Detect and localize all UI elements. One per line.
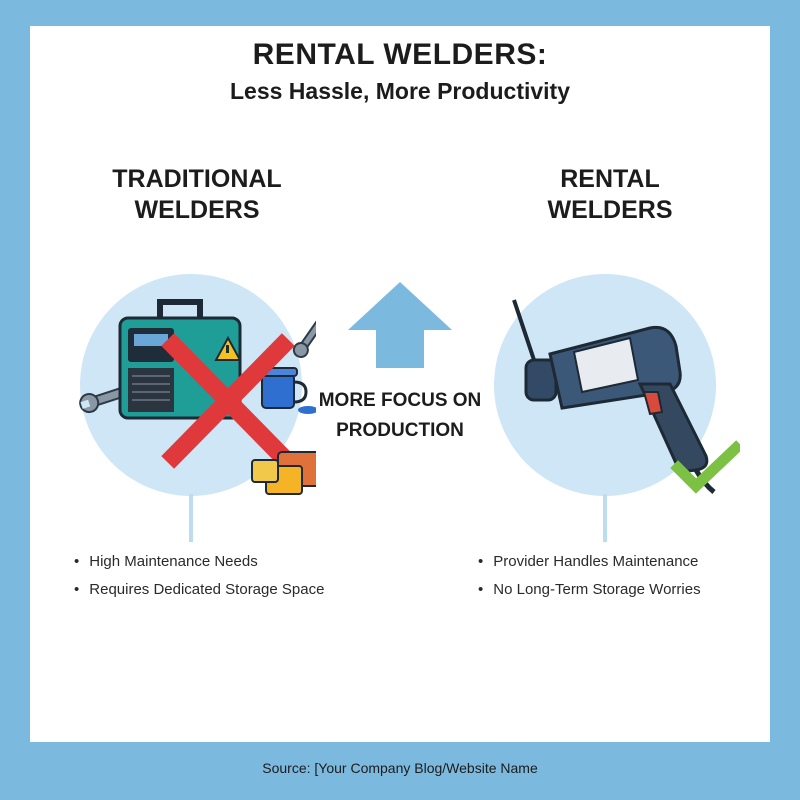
traditional-welder-illustration — [79, 299, 316, 495]
red-x-icon — [161, 333, 295, 469]
traditional-stem — [189, 494, 193, 542]
up-arrow-icon — [348, 282, 452, 368]
traditional-heading: TRADITIONAL WELDERS — [67, 164, 327, 226]
rental-heading: RENTAL WELDERS — [480, 164, 740, 226]
traditional-heading-line1: TRADITIONAL — [112, 165, 282, 193]
wrench-icon — [292, 315, 316, 359]
traditional-bullet-list: High Maintenance Needs Requires Dedicate… — [74, 548, 324, 604]
source-credit: Source: [Your Company Blog/Website Name — [262, 760, 538, 776]
welding-torch-icon — [512, 299, 716, 494]
list-item: Requires Dedicated Storage Space — [74, 576, 324, 604]
list-item: No Long-Term Storage Worries — [478, 576, 700, 604]
green-check-icon — [670, 440, 740, 494]
traditional-heading-line2: WELDERS — [134, 196, 260, 224]
rental-heading-line1: RENTAL — [560, 165, 660, 193]
center-label-line2: PRODUCTION — [336, 420, 464, 441]
list-item: Provider Handles Maintenance — [478, 548, 701, 576]
rental-bullet-list: Provider Handles Maintenance No Long-Ter… — [478, 548, 701, 604]
rental-stem — [603, 494, 607, 542]
page-subtitle: Less Hassle, More Productivity — [229, 78, 570, 104]
page-title: RENTAL WELDERS: — [252, 38, 548, 71]
infographic-card: RENTAL WELDERS: Less Hassle, More Produc… — [30, 26, 770, 742]
center-label: MORE FOCUS ON PRODUCTION — [298, 386, 502, 446]
list-item: High Maintenance Needs — [74, 548, 324, 576]
storage-boxes-icon — [251, 451, 316, 495]
cup-icon — [258, 367, 316, 414]
center-label-line1: MORE FOCUS ON — [318, 390, 482, 411]
rental-welder-illustration — [512, 299, 740, 494]
rental-heading-line2: WELDERS — [547, 196, 673, 224]
